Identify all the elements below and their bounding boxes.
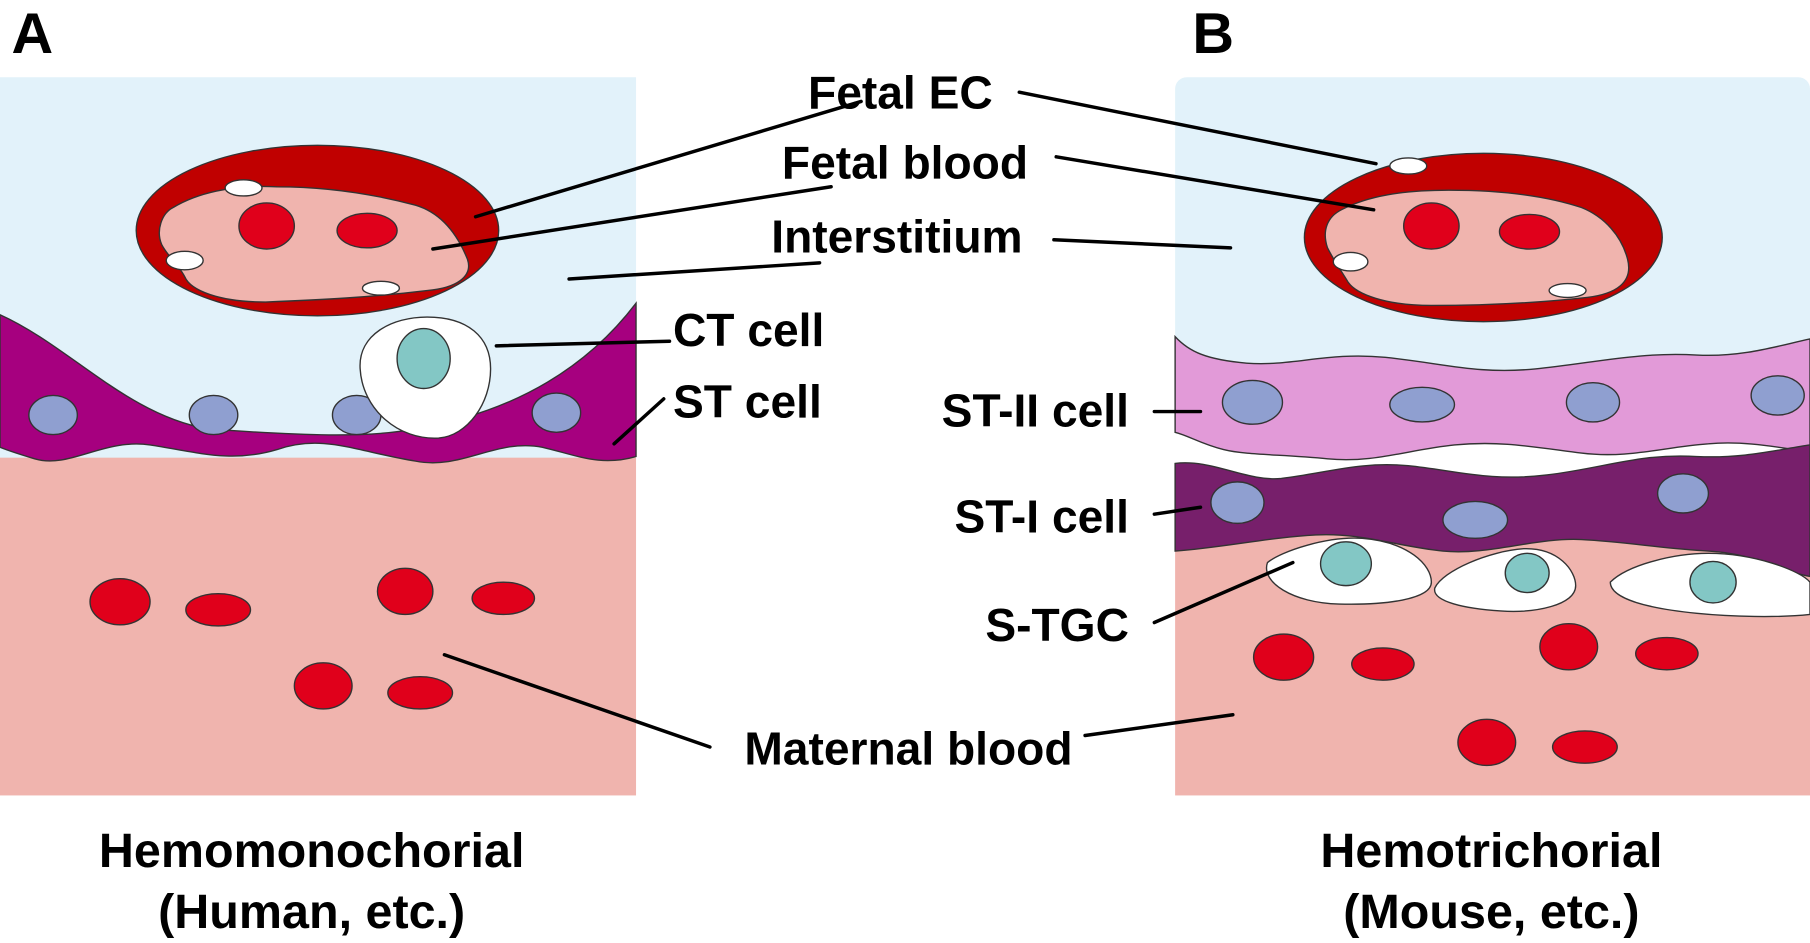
panel-b-caption-line1: Hemotrichorial <box>1320 824 1662 878</box>
fetal-ec-nucleus <box>1332 251 1369 272</box>
label-st1-cell: ST-I cell <box>954 491 1128 543</box>
fetal-ec-nucleus <box>361 280 401 296</box>
leader-st-cell-a <box>612 397 666 446</box>
leader-s-tgc-b <box>1152 560 1295 625</box>
st-nucleus <box>28 394 79 436</box>
leader-fetal-ec-a <box>473 99 863 219</box>
rbc <box>1498 213 1561 250</box>
fetal-ec-nucleus <box>1548 282 1587 299</box>
rbc <box>1402 202 1460 250</box>
label-fetal-blood: Fetal blood <box>782 137 1028 189</box>
maternal-rbc <box>185 593 252 627</box>
panel-a-fetal-capillary <box>135 144 500 317</box>
label-st2-cell: ST-II cell <box>942 385 1129 437</box>
panel-b-fetal-capillary <box>1303 152 1663 323</box>
panel-a-maternal-blood <box>0 438 637 796</box>
labels: Fetal EC Fetal blood Interstitium CT cel… <box>431 66 1378 774</box>
maternal-rbc <box>1252 633 1315 681</box>
panel-b-caption-line2: (Mouse, etc.) <box>1343 885 1639 939</box>
label-s-tgc: S-TGC <box>985 599 1129 651</box>
s-tgc-nucleus <box>1689 560 1737 604</box>
rbc <box>238 202 296 250</box>
maternal-rbc <box>1351 647 1415 681</box>
s-tgc-nucleus <box>1504 552 1550 594</box>
maternal-rbc <box>471 581 536 616</box>
maternal-rbc <box>89 578 151 626</box>
leader-st1-cell-b <box>1152 505 1203 516</box>
panel-b-letter: B <box>1192 2 1234 66</box>
leader-fetal-blood-a <box>431 185 833 251</box>
maternal-rbc <box>376 567 434 616</box>
leader-fetal-blood-b <box>1054 155 1376 212</box>
maternal-rbc <box>1539 622 1599 671</box>
panel-b: B <box>1174 2 1810 939</box>
label-interstitium: Interstitium <box>771 210 1022 262</box>
fetal-ec-nucleus <box>165 250 204 271</box>
maternal-rbc <box>1457 718 1517 767</box>
st2-nucleus <box>1565 382 1621 423</box>
st2-nucleus <box>1750 375 1805 416</box>
maternal-rbc <box>1551 730 1618 764</box>
fetal-ec-nucleus <box>224 179 263 197</box>
leader-interstitium-a <box>567 261 822 281</box>
st2-nucleus <box>1389 386 1456 423</box>
st2-layer <box>1174 334 1810 461</box>
leader-maternal-blood-a <box>442 653 712 749</box>
panel-a-caption-line1: Hemomonochorial <box>99 824 525 878</box>
maternal-rbc <box>293 662 353 710</box>
fetal-ec-nucleus <box>1389 157 1428 175</box>
maternal-rbc <box>387 676 454 710</box>
panel-a-letter: A <box>12 2 54 66</box>
label-maternal-blood: Maternal blood <box>744 722 1072 774</box>
fetal-blood-plasma <box>158 185 470 303</box>
leader-ct-cell-a <box>494 339 672 348</box>
leader-maternal-blood-b <box>1083 713 1235 738</box>
maternal-rbc <box>1635 636 1699 671</box>
st-nucleus <box>188 394 239 436</box>
ct-nucleus <box>396 327 451 390</box>
fetal-blood-plasma <box>1324 189 1630 307</box>
label-st-cell: ST cell <box>673 375 822 427</box>
panel-a: A Hemomonochorial ( <box>0 2 637 939</box>
leader-interstitium-b <box>1052 238 1233 250</box>
leader-fetal-ec-b <box>1017 90 1378 166</box>
st2-nucleus <box>1221 379 1284 425</box>
panel-a-caption-line2: (Human, etc.) <box>158 885 465 939</box>
st1-nucleus <box>1210 481 1265 525</box>
st1-nucleus <box>1442 500 1509 540</box>
panel-a-st-layer <box>0 301 637 464</box>
label-ct-cell: CT cell <box>673 304 824 356</box>
rbc <box>336 212 398 249</box>
s-tgc-nucleus <box>1319 541 1373 587</box>
st-nucleus <box>531 392 582 433</box>
st1-nucleus <box>1656 473 1710 514</box>
